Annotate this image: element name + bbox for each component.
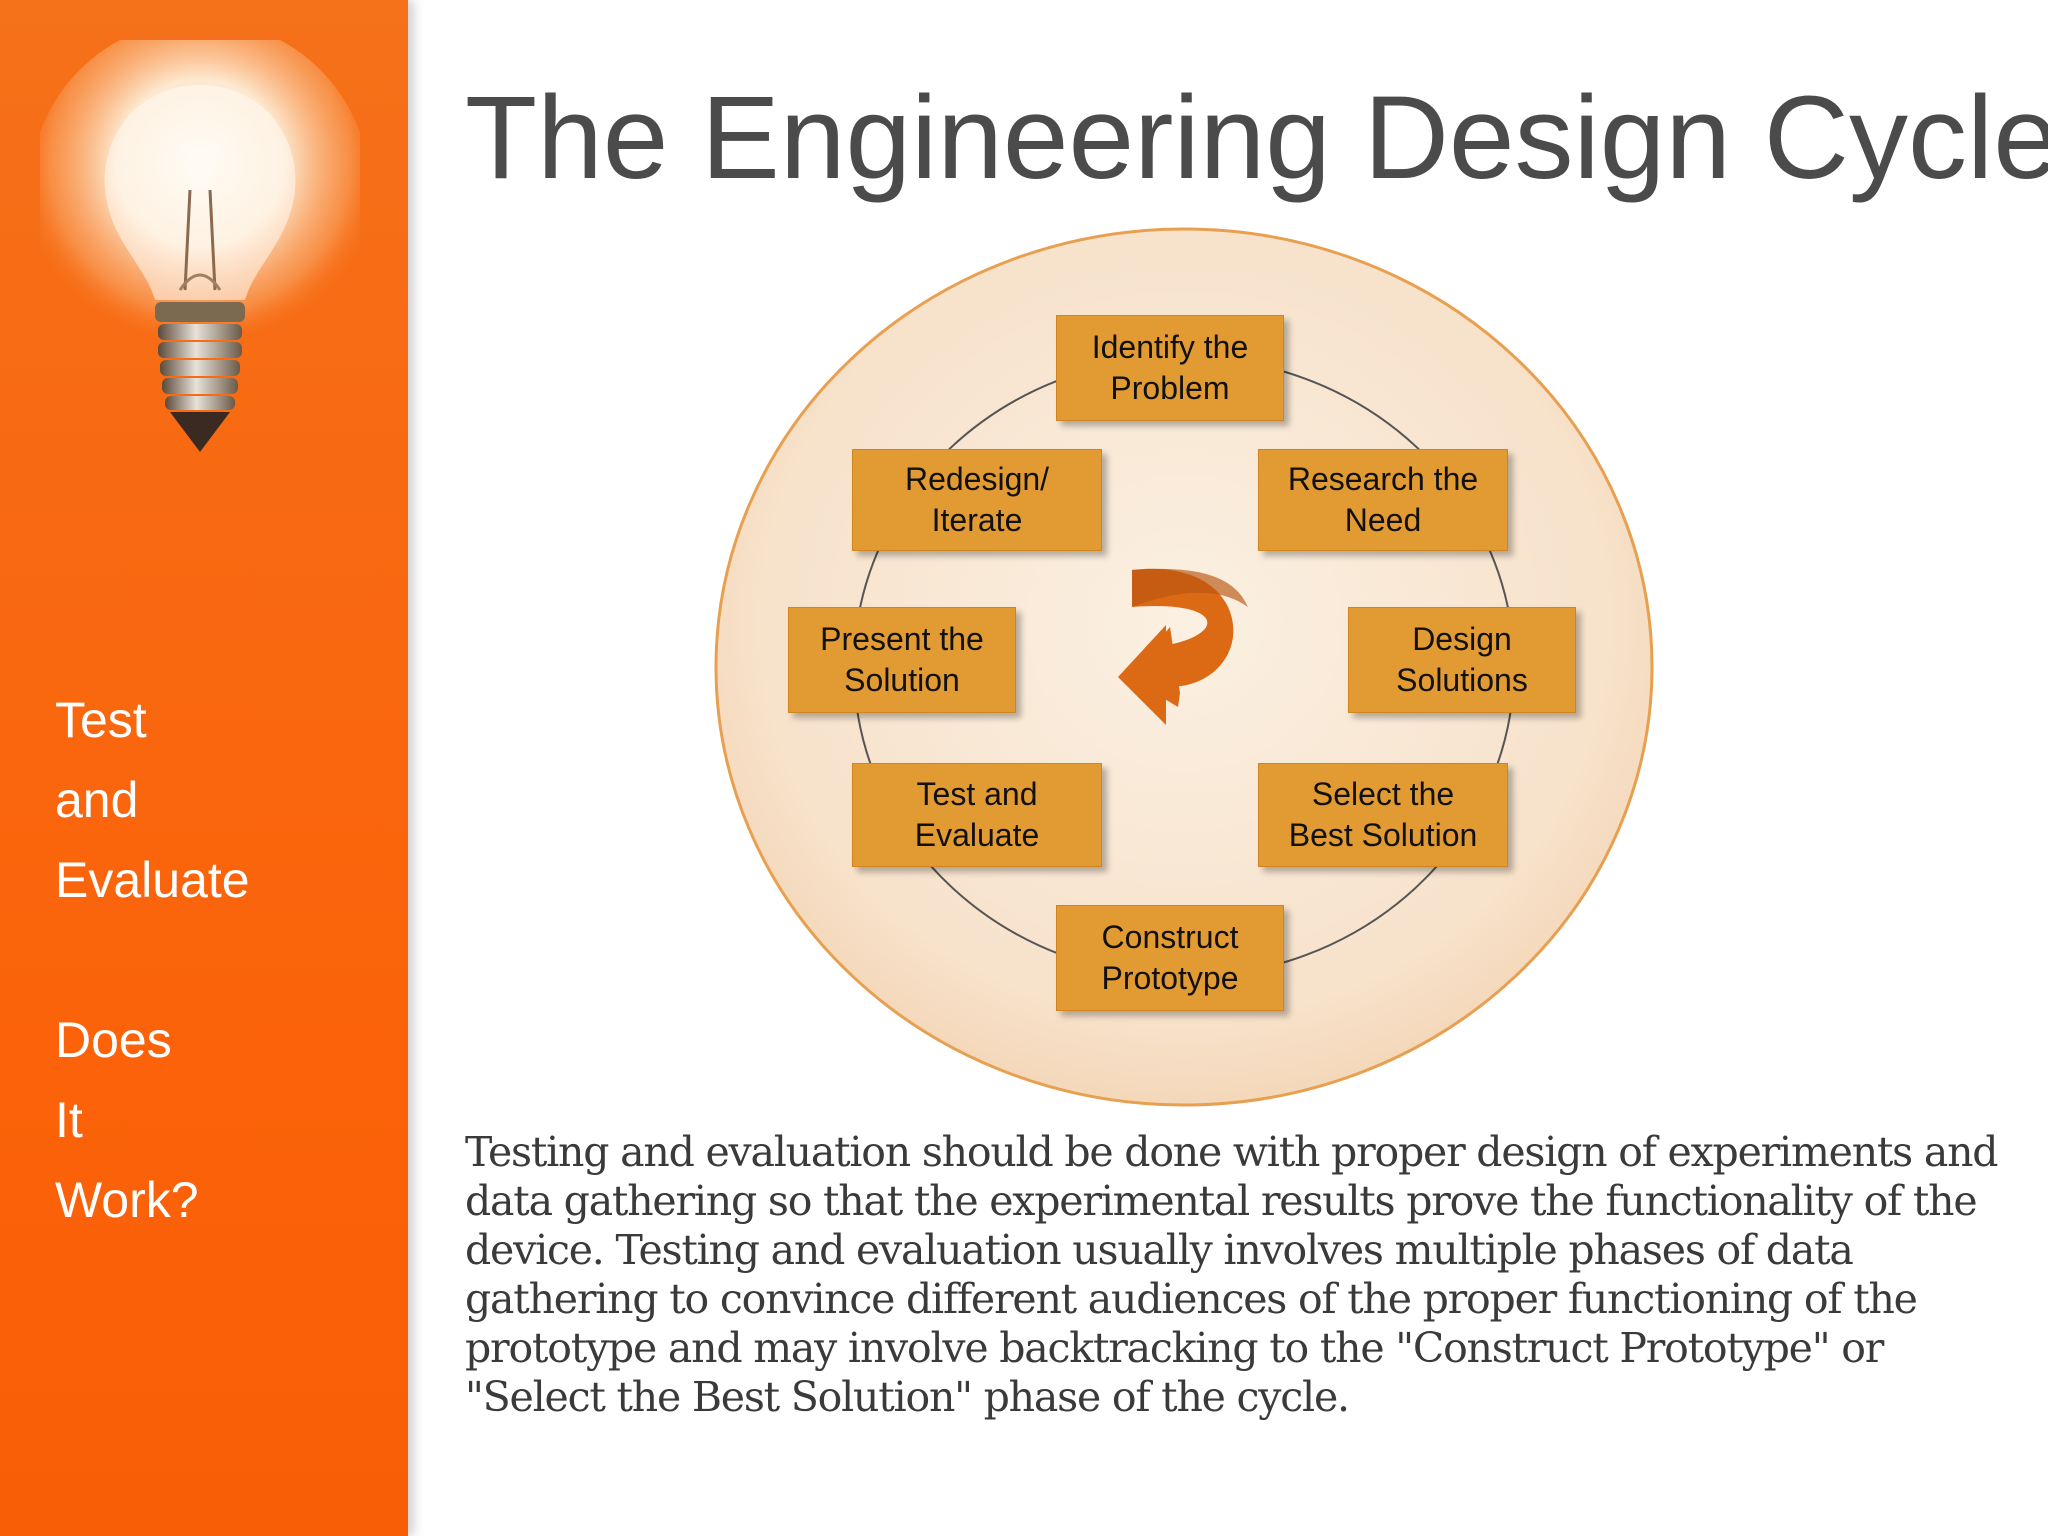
sidebar-line xyxy=(55,920,250,1000)
body-paragraph: Testing and evaluation should be done wi… xyxy=(465,1128,2005,1422)
cycle-step-line: Research the xyxy=(1288,459,1478,500)
cycle-step-line: Identify the xyxy=(1092,327,1249,368)
sidebar-line: and xyxy=(55,760,250,840)
sidebar-caption: Test and Evaluate Does It Work? xyxy=(55,680,250,1240)
cycle-step-line: Evaluate xyxy=(915,815,1040,856)
sidebar-line: Test xyxy=(55,680,250,760)
sidebar-line: Does xyxy=(55,1000,250,1080)
cycle-step-line: Test and xyxy=(915,774,1040,815)
cycle-step-line: Design xyxy=(1396,619,1528,660)
cycle-step-redesign-iterate: Redesign/Iterate xyxy=(852,449,1102,551)
cycle-step-line: Present the xyxy=(820,619,984,660)
cycle-step-line: Select the xyxy=(1289,774,1478,815)
page-title: The Engineering Design Cycle xyxy=(465,68,2025,208)
cycle-step-line: Iterate xyxy=(905,500,1049,541)
cycle-step-line: Solutions xyxy=(1396,660,1528,701)
sidebar-line: It xyxy=(55,1080,250,1160)
cycle-step-line: Best Solution xyxy=(1289,815,1478,856)
light-bulb-icon xyxy=(40,40,360,520)
cycle-step-line: Need xyxy=(1288,500,1478,541)
cycle-step-line: Prototype xyxy=(1102,958,1239,999)
sidebar-line: Work? xyxy=(55,1160,250,1240)
sidebar-line: Evaluate xyxy=(55,840,250,920)
sidebar: Test and Evaluate Does It Work? xyxy=(0,0,408,1536)
cycle-step-line: Problem xyxy=(1092,368,1249,409)
cycle-step-line: Redesign/ xyxy=(905,459,1049,500)
cycle-step-line: Construct xyxy=(1102,917,1239,958)
cycle-step-line: Solution xyxy=(820,660,984,701)
